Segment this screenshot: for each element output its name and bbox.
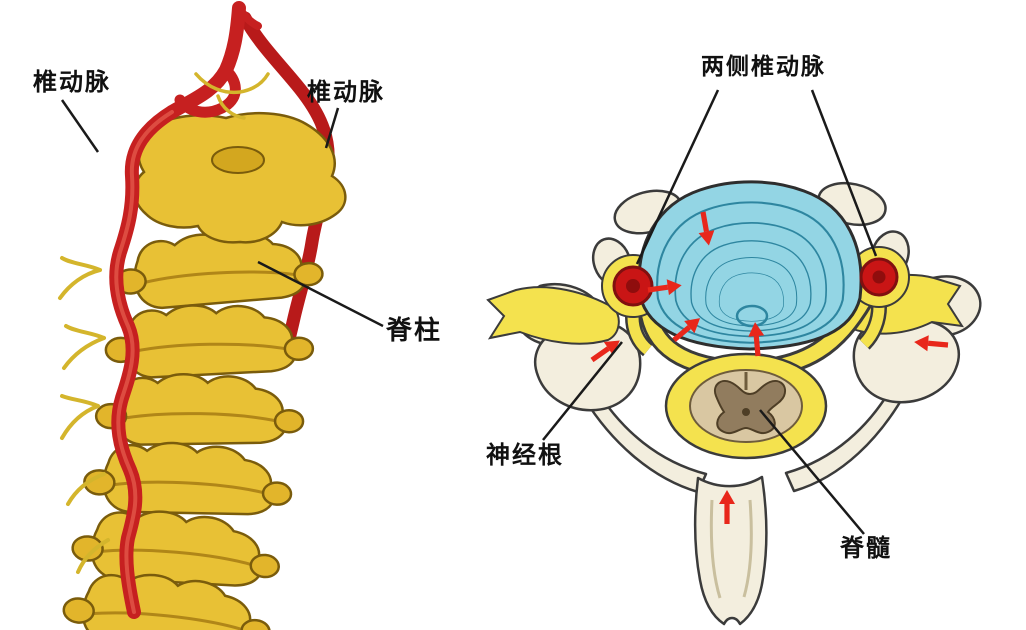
- nerve-root-left: [486, 286, 620, 345]
- label-bilateral-vertebral-arteries: 两侧椎动脉: [701, 54, 826, 80]
- vertebral-arteries-cross-section: [612, 257, 899, 307]
- artery-highlight: [114, 110, 174, 614]
- leader-spine: [257, 260, 384, 328]
- leader-bilateral-right: [810, 89, 878, 257]
- posterior-arch-bone: [582, 378, 908, 626]
- spinous-process: [693, 475, 768, 626]
- atlas-axis-bone: [133, 111, 347, 244]
- leader-lines: [60, 89, 878, 535]
- leader-nerve-root: [542, 341, 623, 441]
- intervertebral-disc: [637, 180, 863, 351]
- vertebra-cross-section-illustration: [486, 180, 982, 626]
- leader-artery-right: [324, 107, 340, 149]
- label-vertebral-artery-left: 椎动脉: [33, 68, 111, 96]
- leader-spinal-cord: [759, 409, 865, 535]
- label-spinal-column: 脊柱: [386, 316, 443, 346]
- leader-artery-left: [60, 99, 100, 153]
- label-spinal-cord: 脊髓: [840, 534, 892, 562]
- artery-branch-top: [235, 4, 262, 30]
- cervical-spine-illustration: [58, 1, 347, 630]
- vertebrae-stack: [59, 111, 347, 630]
- spinal-cord: [689, 369, 803, 443]
- vertebral-artery-c1-loop: [174, 64, 241, 118]
- label-vertebral-artery-right: 椎动脉: [307, 78, 385, 106]
- leader-bilateral-left: [635, 89, 720, 265]
- cervical-nerve-twigs: [58, 72, 270, 574]
- label-nerve-root: 神经根: [486, 441, 564, 469]
